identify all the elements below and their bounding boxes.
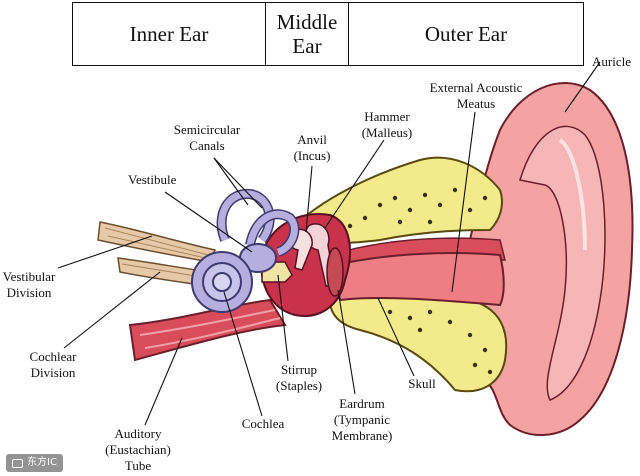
- vestibular-division-label: Vestibular Division: [2, 269, 56, 300]
- camera-icon: [12, 458, 23, 468]
- watermark-text: 东方IC: [27, 457, 57, 468]
- outer-ear-header: Outer Ear: [348, 2, 584, 66]
- outer-ear-title: Outer Ear: [424, 22, 508, 46]
- semicircular-canals-label: Semicircular Canals: [173, 122, 241, 153]
- anvil-label: Anvil (Incus): [293, 132, 331, 163]
- auditory-tube-label: Auditory (Eustachian) Tube: [105, 426, 171, 473]
- eardrum-label: Eardrum (Tympanic Membrane): [331, 396, 393, 443]
- vestibule-label: Vestibule: [128, 172, 177, 187]
- skull-label: Skull: [408, 376, 436, 391]
- skull-bone-pores: [347, 187, 493, 375]
- cochlea-label: Cochlea: [241, 416, 285, 431]
- eustachian-tube-stripes: [139, 309, 281, 349]
- hammer-label: Hammer (Malleus): [361, 109, 413, 140]
- cochlear-division-label: Cochlear Division: [29, 349, 77, 380]
- skull-bone-upper: [288, 156, 503, 244]
- auricle-highlight: [558, 138, 587, 251]
- auricle-label: Auricle: [592, 54, 631, 69]
- eardrum-shape: [326, 247, 344, 297]
- watermark-badge: 东方IC: [6, 454, 63, 472]
- middle-ear-header: Middle Ear: [265, 2, 349, 66]
- cochlea-inner: [212, 272, 232, 292]
- inner-ear-title: Inner Ear: [129, 22, 209, 46]
- middle-ear-title-line2: Ear: [292, 34, 322, 58]
- inner-ear-header: Inner Ear: [72, 2, 266, 66]
- external-acoustic-meatus-label: External Acoustic Meatus: [429, 80, 523, 111]
- middle-ear-title-line1: Middle: [276, 10, 338, 34]
- semicircular-canals: [216, 188, 300, 257]
- auricle-inner-fold: [519, 125, 606, 401]
- stirrup-label: Stirrup (Staples): [275, 362, 323, 393]
- leader-lines: [57, 61, 601, 426]
- ear-canal: [333, 252, 505, 307]
